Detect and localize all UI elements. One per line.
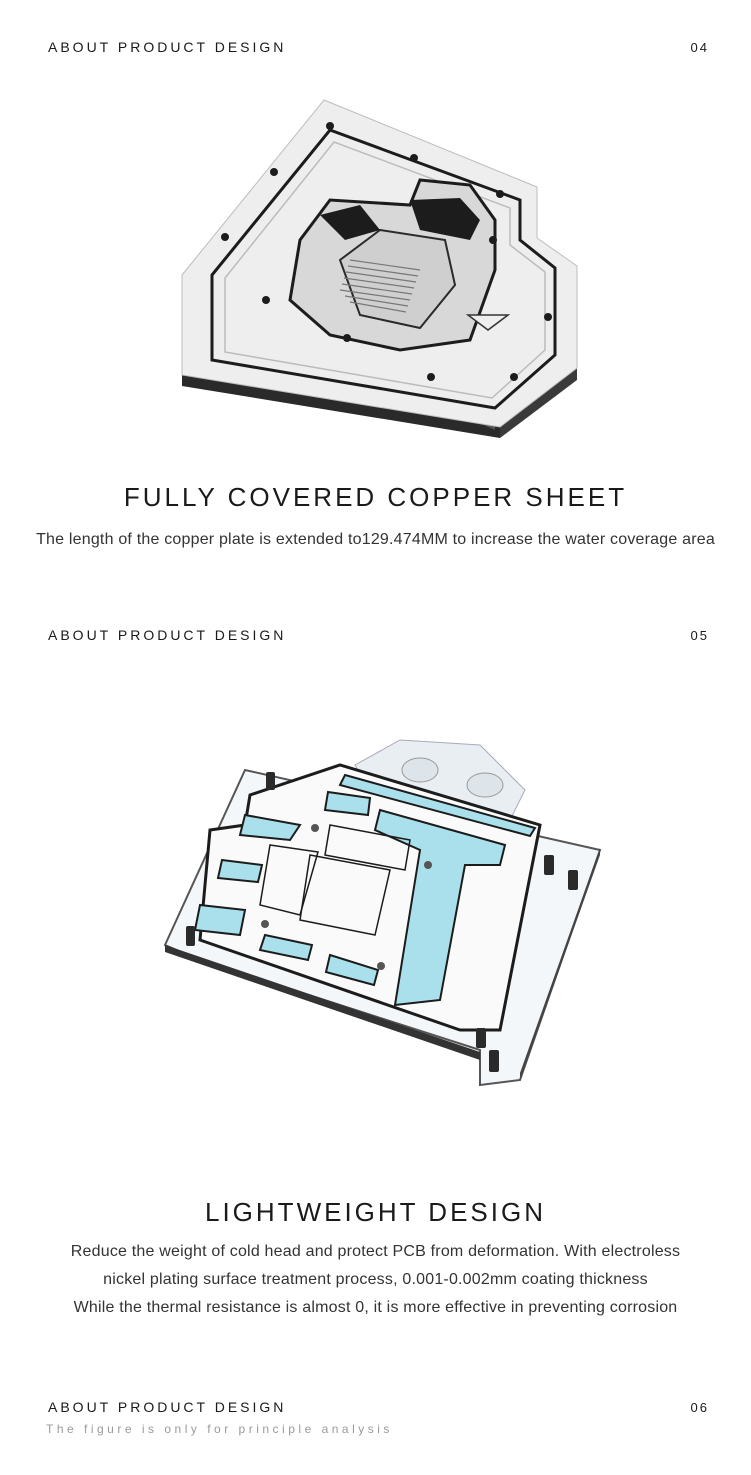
section-number-04: 04 (690, 40, 709, 55)
description-line: nickel plating surface treatment process… (103, 1271, 648, 1288)
section-header-04: ABOUT PRODUCT DESIGN (48, 39, 287, 55)
copper-plate-image (181, 99, 578, 438)
section-title-lightweight: LIGHTWEIGHT DESIGN (205, 1197, 546, 1227)
section-header-06: ABOUT PRODUCT DESIGN (48, 1399, 287, 1415)
description-line: Reduce the weight of cold head and prote… (70, 1243, 681, 1260)
section-header-05: ABOUT PRODUCT DESIGN (48, 627, 287, 643)
principle-note: The figure is only for principle analysi… (46, 1422, 393, 1436)
description-line: The length of the copper plate is extend… (36, 531, 715, 548)
section-number-05: 05 (690, 628, 709, 643)
section-description-lightweight: Reduce the weight of cold head and prote… (0, 1238, 751, 1322)
waterblock-backplate-image (163, 739, 602, 1087)
section-title-copper-sheet: FULLY COVERED COPPER SHEET (123, 482, 628, 512)
section-description-copper-sheet: The length of the copper plate is extend… (0, 526, 751, 554)
section-number-06: 06 (690, 1400, 709, 1415)
description-line: While the thermal resistance is almost 0… (73, 1299, 678, 1316)
